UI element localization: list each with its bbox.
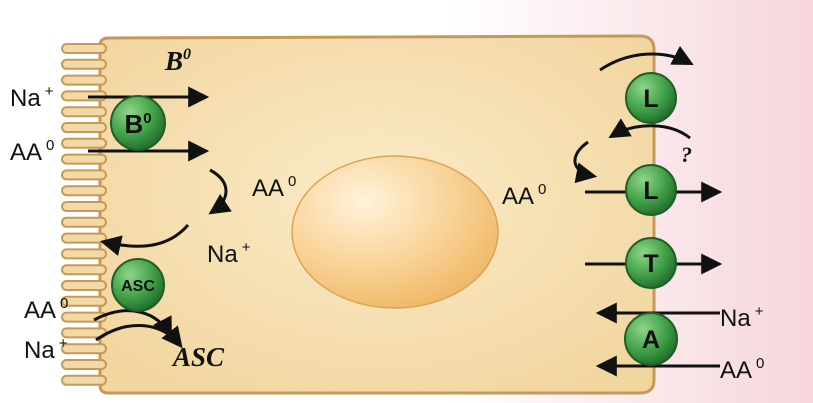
microvillus <box>61 264 107 276</box>
microvillus <box>61 106 107 118</box>
microvillus <box>61 232 107 244</box>
l-transporter-top-arrow <box>599 45 694 72</box>
microvillus <box>61 137 107 149</box>
microvillus <box>61 201 107 212</box>
microvillus <box>61 169 107 181</box>
na-asc-influx-arrow <box>95 323 183 349</box>
asc-system-title: ASC <box>171 342 225 372</box>
microvillus <box>61 280 107 291</box>
asc-transporter: ASC <box>111 258 165 312</box>
microvillus <box>61 295 107 307</box>
svg-text:B0: B0 <box>124 109 151 139</box>
svg-text:A: A <box>642 326 660 354</box>
microvillus <box>61 185 107 197</box>
nucleus <box>291 155 499 309</box>
svg-text:ASC: ASC <box>121 278 155 295</box>
b0-transporter: B0 <box>110 95 166 151</box>
l-transporter-middle: L <box>625 164 677 216</box>
microvillus <box>61 248 107 260</box>
t-transporter: T <box>625 237 677 289</box>
na-label-apical-bottom: Na+ <box>24 335 68 364</box>
svg-text:L: L <box>643 85 658 113</box>
microvillus <box>61 374 107 386</box>
microvillus <box>61 359 107 370</box>
aa-recycle-arrow <box>208 168 232 215</box>
microvilli <box>61 43 107 386</box>
a-transporter: A <box>624 312 678 366</box>
question-mark: ? <box>681 142 692 167</box>
l-exchange-return-arrow <box>573 140 598 184</box>
microvillus <box>61 122 107 133</box>
microvillus <box>61 74 107 86</box>
na-label-apical-top: Na+ <box>10 83 54 112</box>
microvillus <box>61 58 107 70</box>
microvillus <box>61 216 107 228</box>
l-exchange-efflux-arrow <box>608 118 691 140</box>
b0-system-title: B0 <box>164 46 191 76</box>
svg-text:T: T <box>643 250 658 278</box>
na-label-basolateral: Na+ <box>720 303 764 332</box>
na-label-cytoplasm: Na+ <box>207 239 251 268</box>
microvillus <box>61 153 107 165</box>
microvillus <box>61 43 107 54</box>
l-transporter-top: L <box>625 72 677 124</box>
microvillus <box>61 343 107 355</box>
svg-text:L: L <box>643 177 658 205</box>
asc-efflux-arrow <box>99 224 190 256</box>
